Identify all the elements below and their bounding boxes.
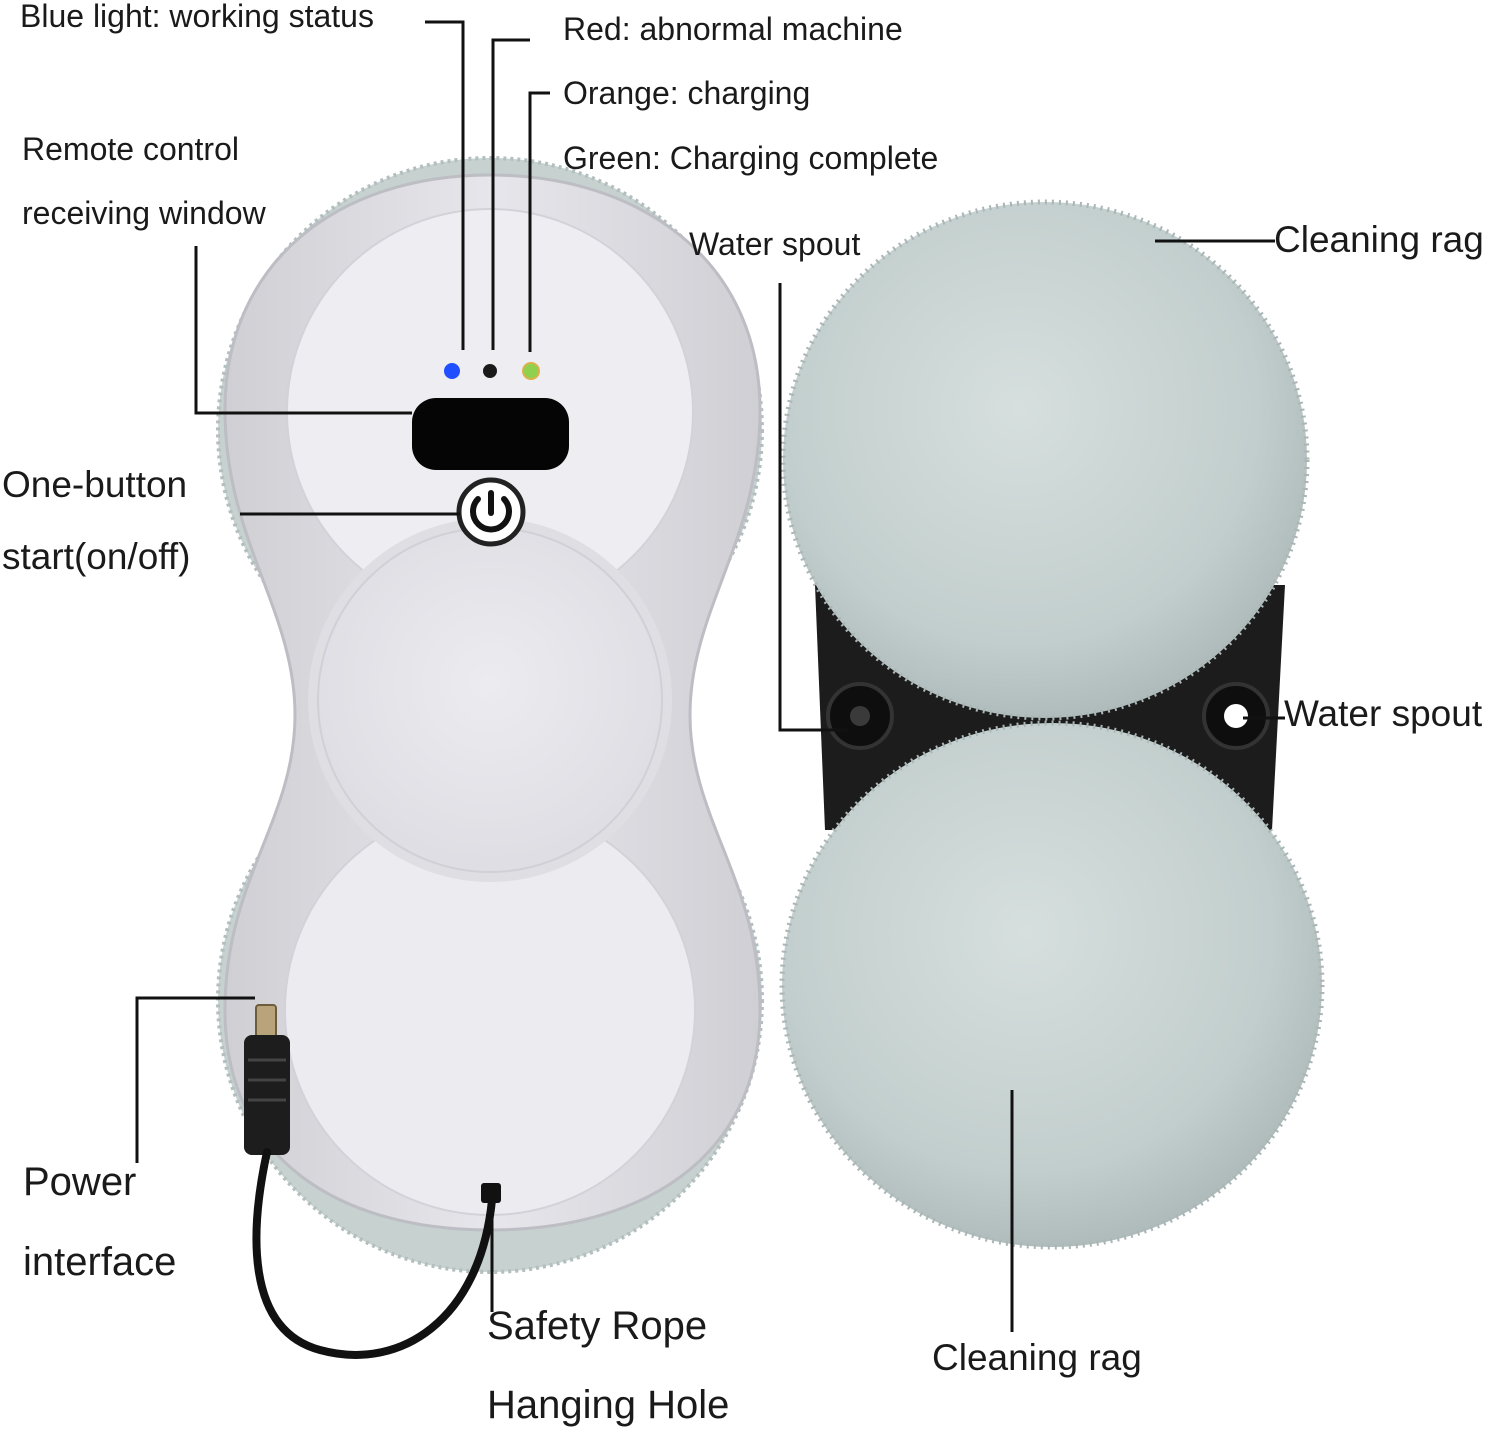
label-water-spout-right: Water spout	[1284, 693, 1483, 734]
cleaning-rag-top	[780, 199, 1310, 721]
label-safety-line2: Hanging Hole	[487, 1383, 730, 1427]
red-led-icon	[483, 364, 497, 378]
label-remote-line1: Remote control	[22, 131, 239, 167]
safety-rope-hole	[481, 1183, 501, 1203]
label-cleaning-rag-bottom: Cleaning rag	[932, 1337, 1142, 1378]
label-safety-line1: Safety Rope	[487, 1304, 708, 1348]
green-led-icon	[522, 362, 540, 380]
label-cleaning-rag-top: Cleaning rag	[1274, 219, 1484, 260]
label-power-line2: interface	[23, 1240, 177, 1284]
label-red: Red: abnormal machine	[563, 11, 903, 47]
power-connector	[244, 1004, 496, 1359]
label-remote-line2: receiving window	[22, 195, 266, 231]
blue-led-icon	[444, 363, 460, 379]
label-water-spout-top: Water spout	[689, 226, 861, 262]
remote-window	[412, 398, 569, 470]
leader-lines	[135, 20, 1285, 1332]
label-blue-light: Blue light: working status	[20, 0, 374, 34]
label-one-button-line1: One-button	[2, 464, 188, 505]
label-one-button-line2: start(on/off)	[2, 536, 191, 577]
label-orange: Orange: charging	[563, 75, 811, 111]
label-green: Green: Charging complete	[563, 140, 939, 176]
power-button-icon[interactable]	[456, 477, 526, 547]
label-power-line1: Power	[23, 1160, 137, 1204]
cleaning-rag-bottom	[779, 720, 1325, 1250]
